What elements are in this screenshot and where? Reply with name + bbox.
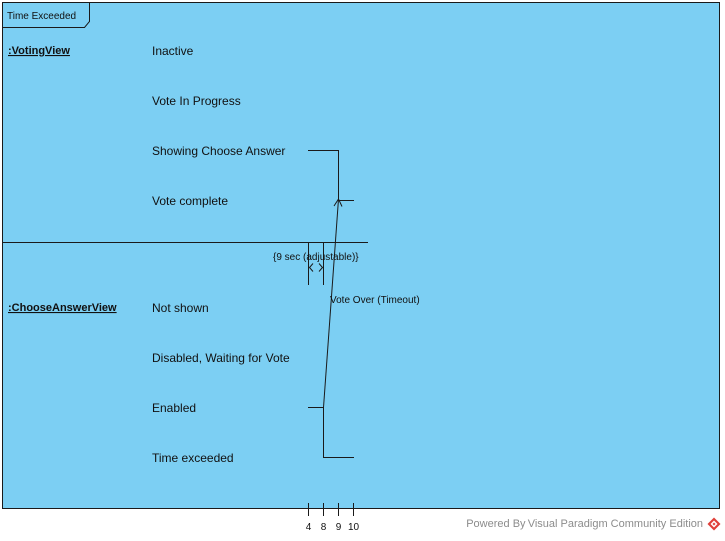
constraint-arrow-left [308, 263, 314, 272]
state-label: Showing Choose Answer [152, 144, 285, 158]
tick-label: 8 [321, 522, 327, 533]
choose-answer-view-timeline [308, 407, 354, 458]
lifeline-voting-view: :VotingView [8, 45, 70, 57]
message-line [323, 198, 339, 408]
lifeline-choose-answer-view: :ChooseAnswerView [8, 302, 117, 314]
state-label: Time exceeded [152, 451, 234, 465]
state-label: Vote In Progress [152, 94, 241, 108]
message-label: Vote Over (Timeout) [330, 295, 420, 306]
visual-paradigm-logo-icon [707, 517, 721, 531]
state-label: Not shown [152, 301, 209, 315]
tick-label: 9 [336, 522, 342, 533]
state-label: Enabled [152, 401, 196, 415]
frame-title-tab [2, 2, 90, 28]
state-label: Inactive [152, 44, 194, 58]
tick-label: 4 [306, 522, 312, 533]
message-arrowhead [333, 197, 343, 207]
constraint-arrow-right [318, 263, 324, 272]
voting-view-timeline [308, 150, 354, 201]
frame-title: Time Exceeded [7, 11, 76, 22]
state-label: Disabled, Waiting for Vote [152, 351, 290, 365]
tick-label: 10 [348, 522, 360, 533]
powered-by-footer: Powered By Visual Paradigm Community Edi… [466, 518, 703, 530]
diagram-frame [2, 2, 720, 509]
state-label: Vote complete [152, 194, 228, 208]
duration-constraint: {9 sec (adjustable)} [273, 252, 359, 263]
